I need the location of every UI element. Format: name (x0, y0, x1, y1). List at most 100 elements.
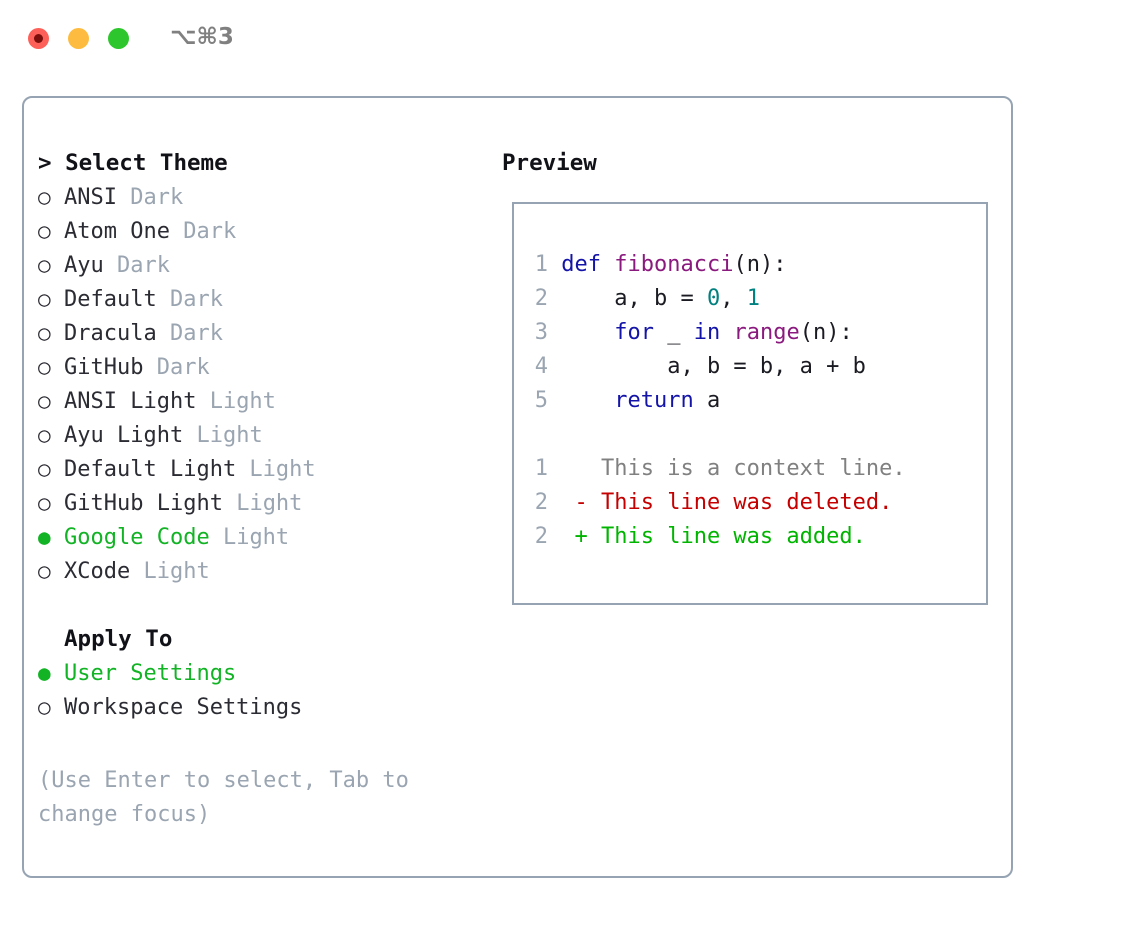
preview-column: Preview 1 def fibonacci(n):2 a, b = 0, 1… (502, 146, 992, 605)
theme-name: Dracula (64, 321, 157, 346)
code-token: a (693, 388, 721, 413)
minimize-button[interactable] (68, 28, 89, 49)
theme-kind-badge: Dark (156, 287, 223, 312)
theme-list-item[interactable]: ● Google Code Light (38, 520, 478, 554)
section-spacer (38, 588, 478, 622)
code-token: range (733, 320, 800, 345)
apply-to-label: Workspace Settings (64, 695, 303, 720)
theme-list-item[interactable]: ○ GitHub Dark (38, 350, 478, 384)
radio-unselected-icon: ○ (38, 253, 51, 277)
code-token: 1 (746, 286, 760, 311)
code-gutter-space (548, 320, 561, 345)
theme-kind-badge: Light (196, 389, 276, 414)
close-button[interactable] (28, 28, 49, 49)
theme-list-item[interactable]: ○Default Light Light (38, 452, 478, 486)
code-token: (n): (799, 320, 853, 345)
theme-list-item[interactable]: ○ Ayu Light Light (38, 418, 478, 452)
radio-unselected-icon: ○ (38, 321, 51, 345)
theme-name: Default Light (64, 457, 237, 482)
theme-list-item[interactable]: ○Dracula Dark (38, 316, 478, 350)
title-bar: ⌥⌘3 (0, 0, 1140, 78)
code-token: , (720, 286, 747, 311)
theme-kind-badge: Light (183, 423, 263, 448)
code-line: 1 def fibonacci(n): (526, 248, 978, 282)
theme-name: Default (64, 287, 157, 312)
line-number: 1 (534, 252, 548, 277)
apply-to-option[interactable]: ○ Workspace Settings (38, 690, 478, 724)
code-line: 3 for _ in range(n): (526, 316, 978, 350)
code-token: a, b = (561, 286, 707, 311)
theme-list-item[interactable]: ○ANSI Dark (38, 180, 478, 214)
apply-to-label: User Settings (64, 661, 237, 686)
apply-to-header-label: Apply To (64, 626, 173, 652)
apply-to-header: Apply To (38, 622, 478, 656)
radio-selected-icon: ● (38, 525, 51, 549)
diff-text: - This line was deleted. (548, 490, 893, 515)
theme-kind-badge: Dark (143, 355, 210, 380)
apply-to-option[interactable]: ● User Settings (38, 656, 478, 690)
code-token: _ (653, 320, 694, 345)
code-token: def (561, 252, 615, 277)
theme-kind-badge: Dark (169, 219, 237, 244)
code-token (561, 388, 614, 413)
window-title: ⌥⌘3 (170, 24, 234, 50)
theme-selection-column: > Select Theme ○ANSI Dark○Atom One Dark○… (38, 146, 478, 724)
code-gutter-space (548, 354, 561, 379)
code-gutter-space (548, 388, 561, 413)
theme-list-item[interactable]: ○ XCode Light (38, 554, 478, 588)
preview-title: Preview (502, 150, 597, 176)
maximize-button[interactable] (108, 28, 129, 49)
code-token: return (614, 388, 694, 413)
line-number: 3 (534, 320, 548, 345)
theme-list-item[interactable]: ○ANSI Light Light (38, 384, 478, 418)
code-token: a, b = b, a + b (561, 354, 866, 379)
code-line: 4 a, b = b, a + b (526, 350, 978, 384)
theme-name: Atom One (64, 219, 170, 244)
diff-block: 1 This is a context line. 2 - This line w… (526, 452, 978, 554)
theme-name: Ayu Light (64, 423, 184, 448)
radio-unselected-icon: ○ (38, 185, 51, 209)
apply-to-list[interactable]: ● User Settings ○ Workspace Settings (38, 656, 478, 724)
diff-line: 1 This is a context line. (526, 452, 978, 486)
theme-name: XCode (64, 559, 131, 584)
theme-list-item[interactable]: ○Atom One Dark (38, 214, 478, 248)
theme-list-item[interactable]: ○Ayu Dark (38, 248, 478, 282)
theme-name: GitHub Light (64, 491, 223, 516)
radio-unselected-icon: ○ (38, 389, 51, 413)
theme-kind-badge: Light (209, 525, 290, 550)
code-token: in (693, 320, 721, 345)
radio-unselected-icon: ○ (38, 695, 51, 719)
line-number: 2 (534, 490, 548, 515)
code-diff-gap (526, 418, 978, 452)
line-number: 4 (534, 354, 548, 379)
code-token: fibonacci (614, 252, 734, 277)
theme-name: GitHub (64, 355, 144, 380)
theme-kind-badge: Light (130, 559, 210, 584)
line-number: 2 (534, 286, 548, 311)
line-number: 5 (534, 388, 548, 413)
theme-list[interactable]: ○ANSI Dark○Atom One Dark○Ayu Dark○Defaul… (38, 180, 478, 588)
diff-text: + This line was added. (548, 524, 866, 549)
apply-to-header-indent (38, 622, 64, 656)
select-theme-header: > Select Theme (38, 150, 228, 176)
code-gutter-space (548, 286, 561, 311)
diff-line: 2 + This line was added. (526, 520, 978, 554)
line-number: 2 (534, 524, 548, 549)
radio-unselected-icon: ○ (38, 559, 51, 583)
code-token: for (614, 320, 654, 345)
close-icon (34, 34, 43, 43)
radio-unselected-icon: ○ (38, 287, 51, 311)
theme-list-item[interactable]: ○ Default Dark (38, 282, 478, 316)
code-token: 0 (706, 286, 721, 311)
radio-unselected-icon: ○ (38, 491, 51, 515)
keyboard-hint: (Use Enter to select, Tab to change focu… (38, 768, 423, 827)
theme-list-item[interactable]: ○GitHub Light Light (38, 486, 478, 520)
radio-unselected-icon: ○ (38, 355, 51, 379)
radio-unselected-icon: ○ (38, 423, 51, 447)
main-panel: > Select Theme ○ANSI Dark○Atom One Dark○… (22, 96, 1013, 878)
theme-name: Google Code (64, 525, 210, 550)
radio-selected-icon: ● (38, 661, 51, 685)
